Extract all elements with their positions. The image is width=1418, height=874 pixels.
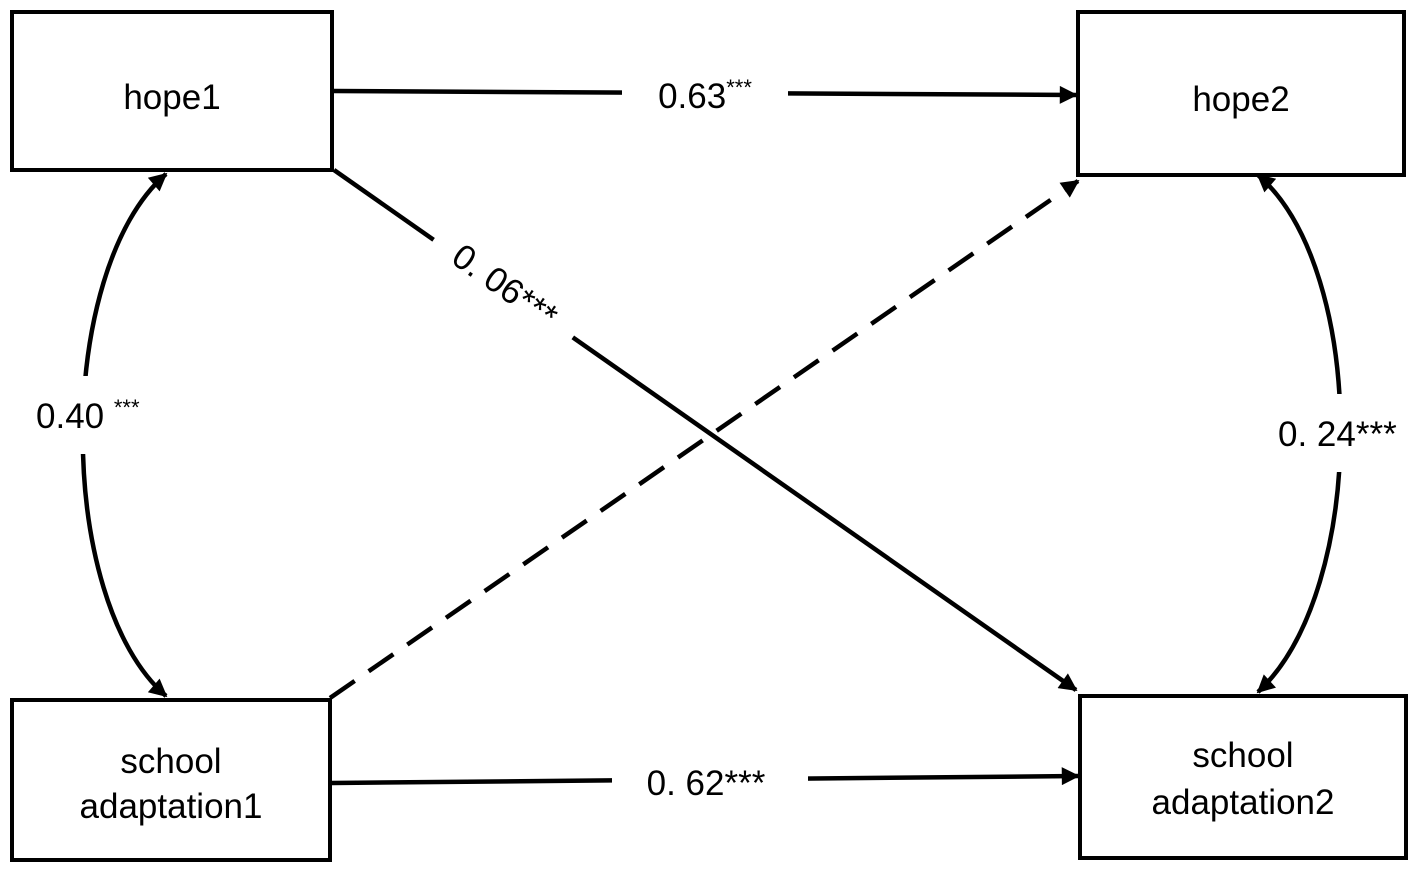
label-correlation-time1: 0.40 *** <box>36 395 140 436</box>
label-correlation-time2: 0. 24*** <box>1278 415 1397 454</box>
label-mask-corr-t2 <box>1272 394 1418 472</box>
label-mask-school1-school2 <box>612 750 808 810</box>
coef-school-adaptation1-school-adaptation2: 0. 62 <box>647 764 725 803</box>
sig-correlation-time2: *** <box>1356 415 1397 454</box>
node-school-adaptation1: school adaptation1 <box>10 698 332 862</box>
label-mask-hope1-school2 <box>404 193 606 379</box>
sig-hope1-hope2: *** <box>726 75 752 100</box>
coef-hope1-hope2: 0.63 <box>658 77 726 116</box>
label-hope1-hope2: 0.63*** <box>658 75 752 116</box>
coef-correlation-time1: 0.40 <box>36 397 114 436</box>
label-mask-corr-t1 <box>28 376 176 454</box>
path-school-adaptation1-hope2 <box>328 179 1080 700</box>
node-school-adaptation1-line2: adaptation1 <box>80 787 263 826</box>
node-hope2: hope2 <box>1076 10 1406 177</box>
node-hope1-label: hope1 <box>123 78 220 117</box>
node-school-adaptation2-line1: school <box>1192 736 1293 775</box>
node-hope1: hope1 <box>10 10 334 172</box>
coef-correlation-time2: 0. 24 <box>1278 415 1356 454</box>
node-school-adaptation1-line1: school <box>120 742 221 781</box>
node-school-adaptation2: school adaptation2 <box>1078 694 1408 860</box>
node-school-adaptation2-line2: adaptation2 <box>1152 783 1335 822</box>
node-hope2-label: hope2 <box>1192 80 1289 119</box>
sig-correlation-time1: *** <box>114 395 140 420</box>
sig-school-adaptation1-school-adaptation2: *** <box>724 764 765 803</box>
label-mask-hope1-hope2 <box>622 62 788 122</box>
label-school-adaptation1-school-adaptation2: 0. 62*** <box>647 764 766 803</box>
